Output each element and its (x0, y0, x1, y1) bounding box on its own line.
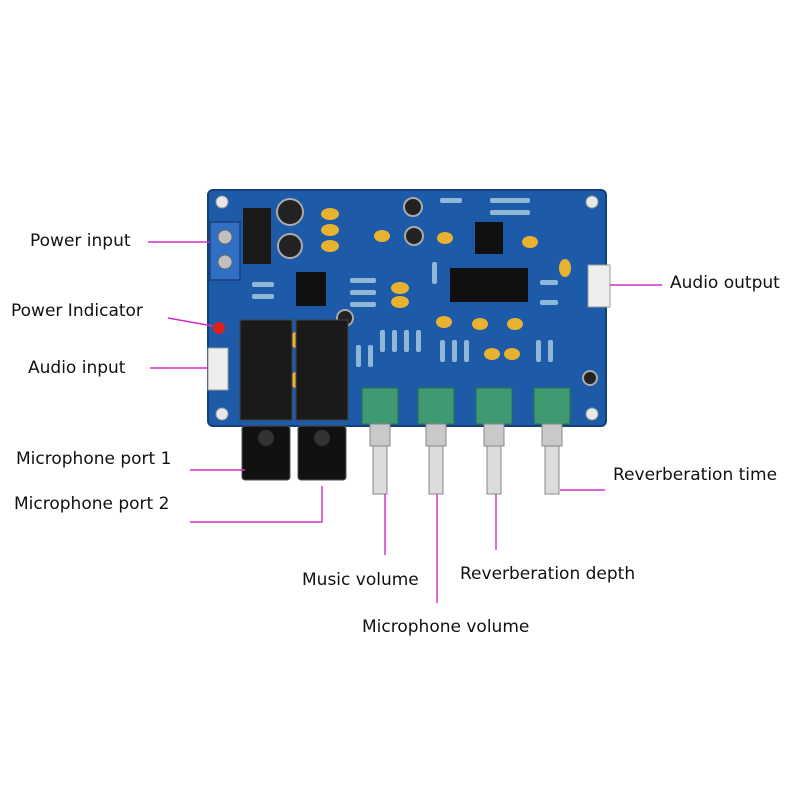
microphone-port-1-nozzle (241, 425, 291, 481)
film-capacitor (374, 230, 390, 242)
terminal-screw (217, 229, 233, 245)
label-reverberation-depth: Reverberation depth (460, 564, 636, 584)
potentiometer-microphone-volume (417, 387, 455, 495)
terminal-screw (217, 254, 233, 270)
label-power-input: Power input (30, 231, 131, 251)
label-microphone-port-2: Microphone port 2 (14, 494, 170, 514)
film-capacitor (472, 318, 488, 330)
film-capacitor (522, 236, 538, 248)
electrolytic-capacitor (403, 197, 423, 217)
label-power-indicator: Power Indicator (11, 301, 143, 321)
microphone-port-1-hole (258, 430, 274, 446)
microphone-jack-body (295, 319, 349, 421)
microphone-port-2-hole (314, 430, 330, 446)
film-capacitor (321, 208, 339, 220)
film-capacitor (391, 282, 409, 294)
audio-input-connector (207, 347, 229, 391)
microphone-jack-body (239, 319, 293, 421)
leader-power-indicator (167, 317, 214, 327)
mounting-hole (215, 195, 229, 209)
electrolytic-capacitor (276, 198, 304, 226)
potentiometer-music-volume (361, 387, 399, 495)
ic-chip (475, 222, 503, 254)
film-capacitor (436, 316, 452, 328)
ic-chip (450, 268, 528, 302)
film-capacitor (559, 259, 571, 277)
power-led (213, 322, 225, 334)
dc-power-jack (243, 208, 271, 264)
film-capacitor (504, 348, 520, 360)
label-microphone-volume: Microphone volume (362, 617, 530, 637)
potentiometer-reverberation-depth (475, 387, 513, 495)
mounting-hole (215, 407, 229, 421)
label-microphone-port-1: Microphone port 1 (16, 449, 172, 469)
microphone-port-2-nozzle (297, 425, 347, 481)
film-capacitor (321, 224, 339, 236)
leader-microphone-port-2 (190, 486, 323, 523)
electrolytic-capacitor (582, 370, 598, 386)
label-audio-input: Audio input (28, 358, 126, 378)
film-capacitor (437, 232, 453, 244)
resistor-array (252, 198, 558, 367)
mounting-hole (585, 195, 599, 209)
electrolytic-capacitor (404, 226, 424, 246)
film-capacitor (484, 348, 500, 360)
label-reverberation-time: Reverberation time (613, 465, 778, 485)
film-capacitor (321, 240, 339, 252)
electrolytic-capacitor (277, 233, 303, 259)
label-audio-output: Audio output (670, 273, 780, 293)
audio-output-connector (587, 264, 611, 308)
label-music-volume: Music volume (302, 570, 419, 590)
potentiometer-reverberation-time (533, 387, 571, 495)
mounting-hole (585, 407, 599, 421)
film-capacitor (391, 296, 409, 308)
ic-chip (296, 272, 326, 306)
film-capacitor (507, 318, 523, 330)
